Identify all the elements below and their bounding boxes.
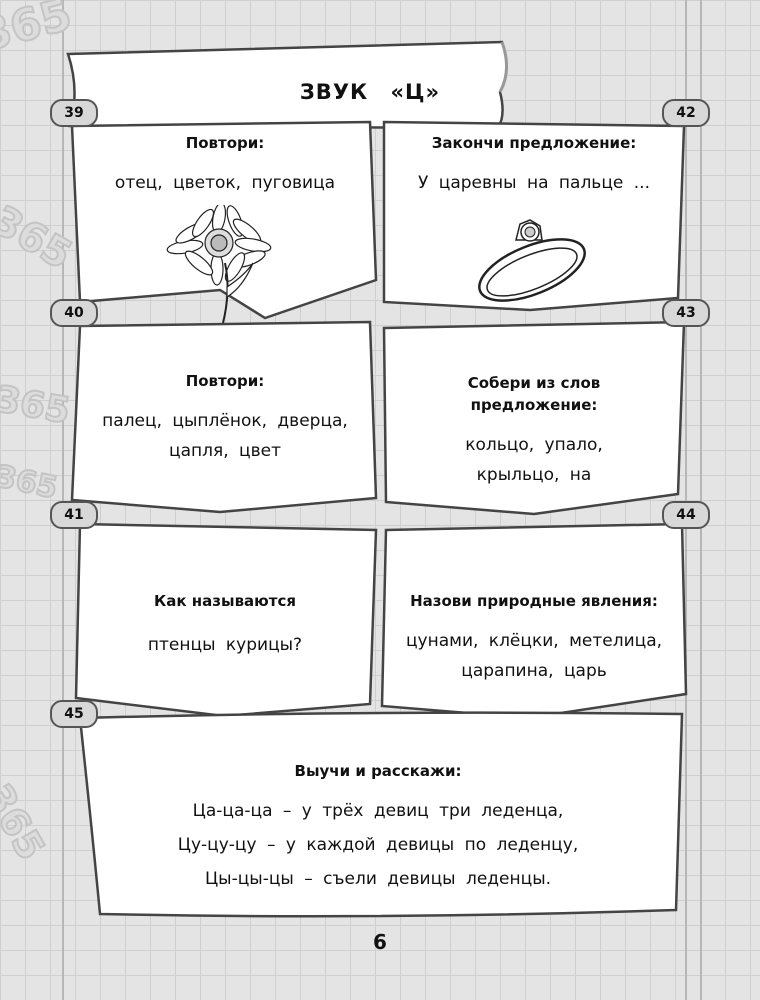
task-number-badge: 43 <box>662 299 710 327</box>
task-number-badge: 44 <box>662 501 710 529</box>
task-number-badge: 39 <box>50 99 98 127</box>
task-card-42: Закончи предложение: У царевны на пальце… <box>378 120 690 325</box>
task-number-badge: 42 <box>662 99 710 127</box>
task-text: крыльцо, на <box>476 465 592 485</box>
task-heading: Повтори: <box>185 134 265 152</box>
task-text: птенцы курицы? <box>147 635 303 655</box>
poem-line: Цу-цу-цу – у каждой девицы по леденцу, <box>177 835 579 855</box>
task-card-41: Как называются птенцы курицы? <box>70 522 380 722</box>
task-number-badge: 41 <box>50 501 98 529</box>
task-card-44: Назови природные явления: цунами, клёцки… <box>378 522 690 722</box>
task-text: У царевны на пальце ... <box>418 173 650 193</box>
flower-illustration <box>166 205 272 324</box>
task-text: цапля, цвет <box>169 441 281 461</box>
page-title: ЗВУК «Ц» <box>299 80 441 104</box>
task-number-badge: 40 <box>50 299 98 327</box>
task-number-badge: 45 <box>50 700 98 728</box>
task-heading: Закончи предложение: <box>431 134 637 152</box>
task-text: царапина, царь <box>461 661 607 681</box>
task-text: цунами, клёцки, метелица, <box>405 631 663 651</box>
title-banner <box>66 40 508 130</box>
page-number: 6 <box>373 930 387 954</box>
task-heading: Как называются <box>154 592 296 610</box>
task-text: палец, цыплёнок, дверца, <box>102 411 348 431</box>
task-heading: Выучи и расскажи: <box>294 762 462 780</box>
margin-line <box>685 0 687 1000</box>
margin-line <box>700 0 702 1000</box>
task-card-40: Повтори: палец, цыплёнок, дверца, цапля,… <box>70 320 380 520</box>
margin-line <box>62 0 64 1000</box>
background-number: 365 <box>0 196 80 280</box>
task-heading: Собери из слов <box>467 374 601 392</box>
background-number: 365 <box>0 458 62 507</box>
background-number: 365 <box>0 776 55 869</box>
poem-line: Цы-цы-цы – съели девицы леденцы. <box>204 869 552 889</box>
poem-line: Ца-ца-ца – у трёх девиц три леденца, <box>192 801 564 821</box>
task-heading: предложение: <box>470 396 598 414</box>
ring-illustration <box>478 219 586 302</box>
task-heading: Повтори: <box>185 372 265 390</box>
task-text: кольцо, упало, <box>465 435 603 455</box>
task-card-43: Собери из слов предложение: кольцо, упал… <box>378 320 690 520</box>
task-text: отец, цветок, пуговица <box>114 173 336 193</box>
task-card-39: Повтори: отец, цветок, пуговица <box>70 120 380 325</box>
task-card-45: Выучи и расскажи: Ца-ца-ца – у трёх деви… <box>70 710 686 922</box>
task-heading: Назови природные явления: <box>410 592 658 610</box>
